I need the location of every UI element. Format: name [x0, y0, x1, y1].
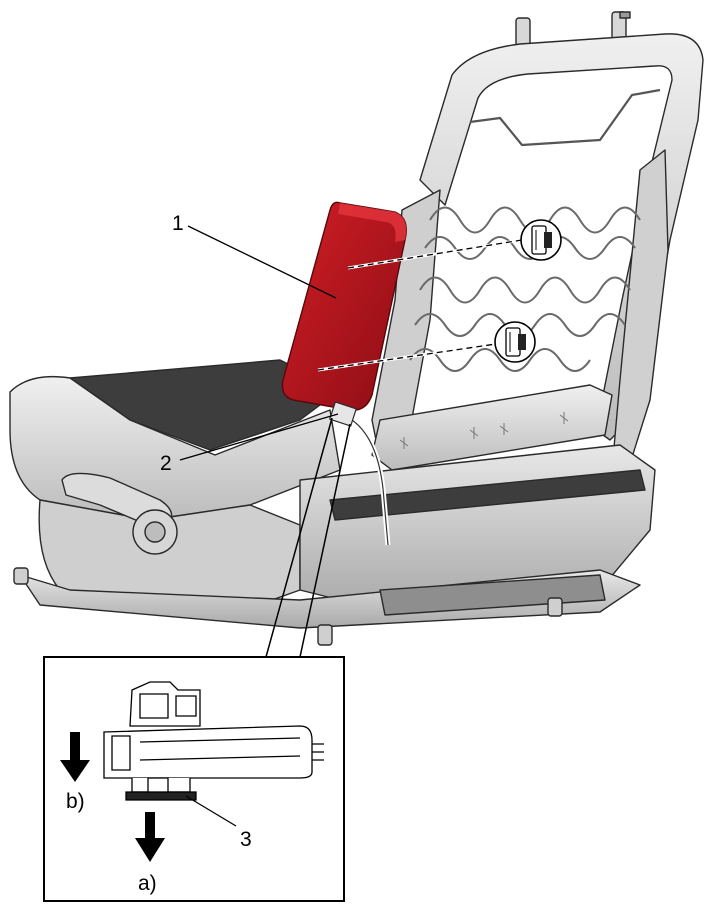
- direction-label-b: b): [66, 790, 85, 813]
- seat-frame: [9, 11, 704, 646]
- clip-icon: [494, 321, 536, 363]
- arrow-down-icon: [135, 812, 165, 862]
- headrest-stays: [515, 11, 631, 47]
- callout-2: 2: [160, 452, 172, 475]
- detail-inset: 3 b) a): [43, 656, 345, 902]
- connector-detail: [103, 681, 324, 801]
- arrow-down-icon: [60, 732, 90, 782]
- side-airbag-module: [281, 201, 407, 427]
- callout-3: 3: [240, 828, 252, 851]
- callout-1: 1: [172, 212, 184, 235]
- direction-label-a: a): [138, 872, 157, 895]
- seatback-cross-member: [371, 384, 613, 471]
- airbag-connector: [329, 401, 357, 427]
- clip-icon: [520, 219, 562, 261]
- callout-3-leader: [185, 795, 237, 827]
- fastener-callouts: [317, 219, 562, 372]
- seatback-side-plate: [611, 149, 669, 471]
- callout-leaders: [179, 225, 339, 461]
- top-wire: [469, 88, 661, 147]
- detail-pointer: [265, 417, 351, 658]
